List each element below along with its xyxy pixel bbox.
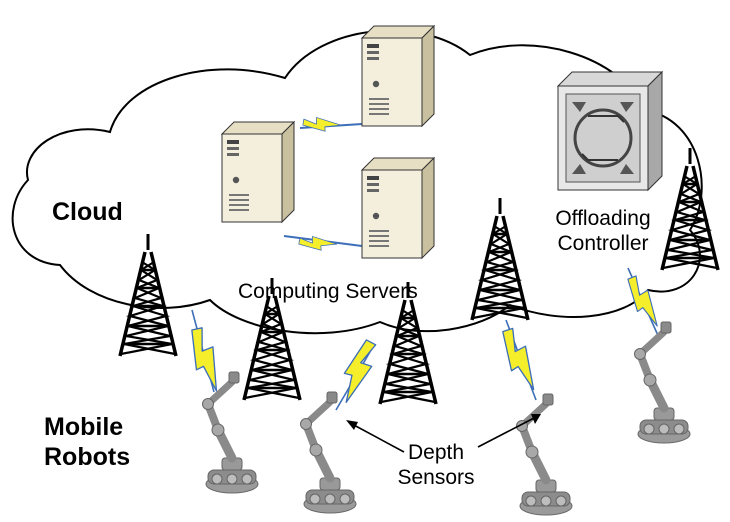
lightning-icon <box>187 325 223 395</box>
mobile-robots-label-line1: Mobile <box>44 413 124 441</box>
cloud-label: Cloud <box>52 198 123 226</box>
robot-arm-icon <box>203 372 259 493</box>
mobile-robots-label-line2: Robots <box>44 443 131 471</box>
offloading-controller-icon <box>556 70 664 192</box>
depth-sensors-label-line1: Depth <box>407 441 465 464</box>
server-icon <box>221 121 295 223</box>
lightning-icon <box>498 325 540 395</box>
arrow-icon <box>477 417 535 448</box>
depth-sensors-label-line2: Sensors <box>397 466 475 489</box>
robot-arm-icon <box>517 394 573 515</box>
lightning-icon <box>332 337 383 406</box>
robot-arm-icon <box>301 392 357 513</box>
arrow-icon <box>351 423 405 453</box>
offloading-controller-label-line1: Offloading <box>555 207 651 230</box>
cloud-icon <box>11 29 703 335</box>
offloading-controller-label-line2: Controller <box>557 232 649 255</box>
robot-arm-icon <box>635 322 691 443</box>
server-icon <box>361 157 435 259</box>
offloading-controller-label: Offloading Controller <box>548 206 658 256</box>
depth-sensors-label: Depth Sensors <box>386 440 486 490</box>
computing-servers-label: Computing Servers <box>238 280 418 303</box>
mobile-robots-label: Mobile Robots <box>44 412 130 472</box>
server-icon <box>361 25 435 127</box>
